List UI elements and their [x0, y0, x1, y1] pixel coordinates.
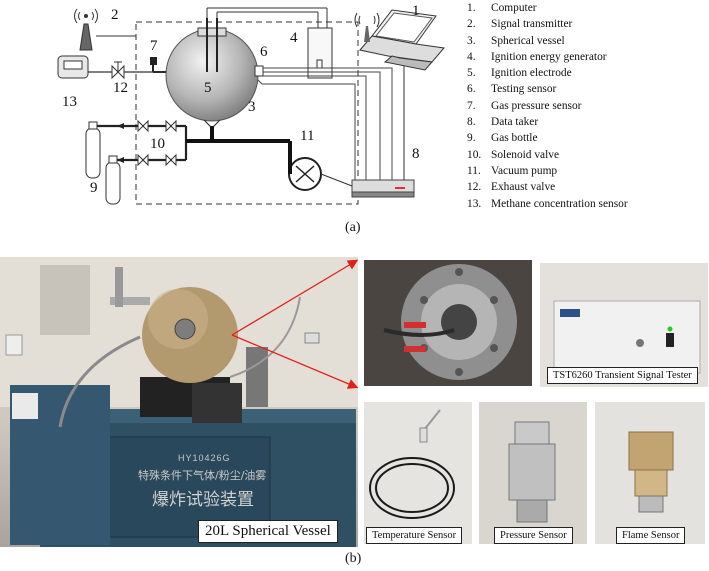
signal-transmitter-icon [74, 8, 98, 51]
label-1: 1 [412, 3, 420, 19]
label-11: 11 [300, 128, 315, 144]
caption-b: (b) [345, 551, 362, 566]
temperature-sensor-label: Temperature Sensor [366, 527, 463, 544]
legend-item: 2.Signal transmitter [467, 18, 573, 31]
pressure-sensor-photo [479, 402, 587, 544]
antenna-icon [354, 12, 380, 42]
legend-item: 9.Gas bottle [467, 132, 538, 145]
label-4: 4 [290, 30, 298, 46]
label-5: 5 [204, 80, 212, 96]
label-13: 13 [62, 94, 77, 110]
testing-sensor-shape [254, 65, 264, 77]
legend-item: 13.Methane concentration sensor [467, 197, 628, 210]
gas-bottle-icon [85, 121, 121, 205]
computer-icon [359, 9, 445, 71]
label-9: 9 [90, 180, 98, 196]
legend-item: 1.Computer [467, 2, 537, 14]
label-7: 7 [150, 38, 158, 54]
red-arrows [231, 259, 359, 389]
pressure-sensor-label: Pressure Sensor [494, 527, 573, 544]
solenoid-valve-icons [117, 119, 177, 167]
label-3: 3 [248, 99, 256, 115]
tester-photo [540, 263, 708, 387]
tester-illustration [540, 263, 708, 387]
label-8: 8 [412, 146, 420, 162]
vacuum-pump-icon [288, 157, 353, 191]
device-text-2: 爆炸试验装置 [152, 490, 254, 510]
label-2: 2 [111, 7, 119, 23]
legend-item: 4.Ignition energy generator [467, 50, 607, 63]
legend-item: 5.Ignition electrode [467, 67, 572, 80]
temperature-sensor-illustration [364, 402, 472, 544]
flame-sensor-photo [595, 402, 705, 544]
legend-item: 7.Gas pressure sensor [467, 99, 582, 112]
ignition-generator-shape [307, 27, 333, 79]
closeup-illustration [364, 260, 532, 386]
spherical-vessel-shape [165, 28, 259, 122]
arrow-to-sensors [231, 334, 359, 389]
flame-sensor-label: Flame Sensor [616, 527, 686, 544]
data-taker-shape [351, 179, 415, 193]
temperature-sensor-photo [364, 402, 472, 544]
device-plate: HY10426G [178, 453, 231, 463]
label-12: 12 [113, 80, 128, 96]
main-vessel-label: 20L Spherical Vessel [198, 520, 338, 543]
legend-list: 1.Computer 2.Signal transmitter 3.Spheri… [467, 0, 707, 212]
ignition-electrode-shape [197, 27, 227, 37]
caption-a: (a) [345, 220, 361, 235]
schematic-diagram [57, 7, 445, 205]
device-text-1: 特殊条件下气体/粉尘/油雾 [138, 469, 267, 482]
label-10: 10 [150, 136, 165, 152]
legend-item: 8.Data taker [467, 116, 539, 129]
arrow-to-closeup [231, 259, 359, 336]
legend-item: 6.Testing sensor [467, 83, 557, 96]
closeup-photo [364, 260, 532, 386]
legend-item: 12.Exhaust valve [467, 181, 556, 194]
label-6: 6 [260, 44, 268, 60]
tester-label: TST6260 Transient Signal Tester [547, 367, 698, 384]
flame-sensor-illustration [595, 402, 705, 544]
legend-item: 10.Solenoid valve [467, 148, 560, 161]
legend-item: 11.Vacuum pump [467, 164, 558, 177]
legend-item: 3.Spherical vessel [467, 34, 565, 47]
pressure-sensor-illustration [479, 402, 587, 544]
enclosure-box [135, 21, 359, 205]
